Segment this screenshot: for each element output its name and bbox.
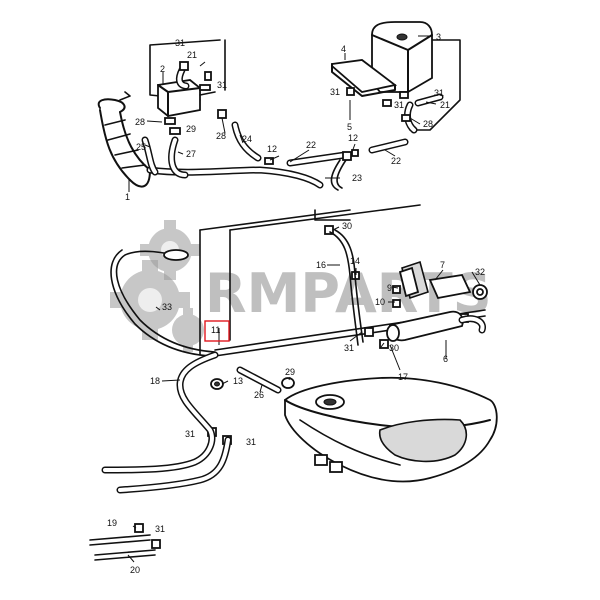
callout-11: 11 — [211, 325, 220, 335]
callout-30-upper: 30 — [342, 221, 352, 231]
callout-20: 20 — [130, 565, 140, 575]
rubber-grommet — [210, 378, 224, 390]
callout-17: 17 — [398, 372, 408, 382]
callout-12-right: 12 — [348, 133, 358, 143]
callout-4: 4 — [341, 44, 346, 54]
callout-31-c: 31 — [330, 87, 340, 97]
callout-31-h: 31 — [246, 437, 256, 447]
callout-14: 14 — [350, 256, 360, 266]
grommet — [472, 284, 488, 300]
expansion-tank — [157, 79, 216, 117]
frame-line — [409, 39, 461, 131]
callout-13: 13 — [233, 376, 243, 386]
callout-26: 26 — [254, 390, 264, 400]
heat-shield — [428, 274, 472, 300]
callout-32: 32 — [475, 267, 485, 277]
frame-line — [314, 209, 351, 221]
callout-16: 16 — [316, 260, 326, 270]
callout-3: 3 — [436, 32, 441, 42]
callout-28-left: 28 — [135, 117, 145, 127]
callout-29-upper: 29 — [186, 124, 196, 134]
frame-line — [199, 204, 421, 231]
callout-31-e: 31 — [394, 100, 404, 110]
callout-5: 5 — [347, 122, 352, 132]
callout-31-f: 31 — [344, 343, 354, 353]
callout-19: 19 — [107, 518, 117, 528]
callout-1: 1 — [125, 192, 130, 202]
callout-31-i: 31 — [155, 524, 165, 534]
callout-33: 33 — [162, 302, 172, 312]
callout-31-b: 31 — [217, 80, 227, 90]
highlight-box — [204, 320, 230, 342]
callout-12-left: 12 — [267, 144, 277, 154]
callout-31-a: 31 — [175, 38, 185, 48]
canister-bracket — [331, 59, 398, 97]
callout-27: 27 — [186, 149, 196, 159]
callout-21-right: 21 — [440, 100, 450, 110]
callout-25: 25 — [136, 142, 146, 152]
mounting-bracket — [398, 260, 429, 300]
callout-18: 18 — [150, 376, 160, 386]
callout-29-lower: 29 — [285, 367, 295, 377]
fuel-filter — [386, 310, 486, 342]
callout-22-right: 22 — [391, 156, 401, 166]
leader-lines — [127, 35, 481, 563]
callout-24: 24 — [242, 134, 252, 144]
callout-2: 2 — [160, 64, 165, 74]
fuel-tank — [284, 376, 498, 483]
callout-23: 23 — [352, 173, 362, 183]
callout-31-d: 31 — [434, 88, 444, 98]
charcoal-canister — [371, 21, 433, 93]
callout-10: 10 — [375, 297, 385, 307]
callout-21-left: 21 — [187, 50, 197, 60]
callout-9: 9 — [387, 283, 392, 293]
callout-6: 6 — [443, 354, 448, 364]
callout-30-lower: 30 — [389, 343, 399, 353]
part-labels: 1 2 3 4 5 6 7 9 10 11 12 12 13 14 16 17 … — [107, 32, 485, 575]
callout-7: 7 — [440, 260, 445, 270]
callout-28-mid: 28 — [216, 131, 226, 141]
drain-fitting — [281, 377, 295, 389]
callout-22-left: 22 — [306, 140, 316, 150]
callout-28-right: 28 — [423, 119, 433, 129]
filler-neck-hose — [97, 91, 151, 188]
callout-31-g: 31 — [185, 429, 195, 439]
